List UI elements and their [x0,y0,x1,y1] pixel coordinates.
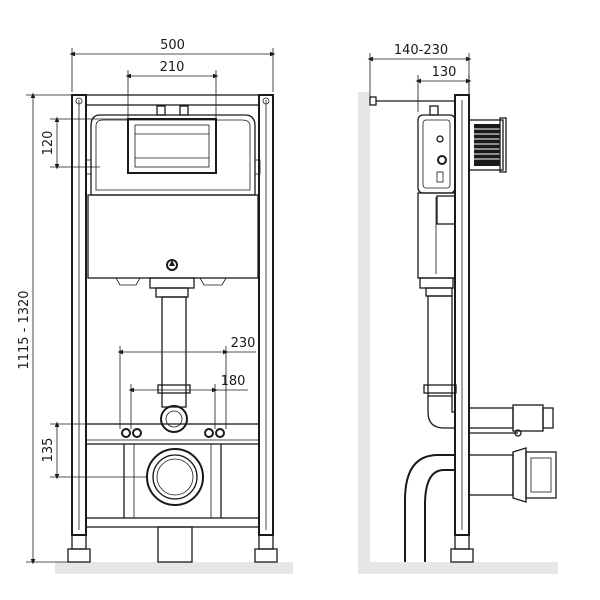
front-floor [55,562,293,574]
flush-opening [127,118,217,174]
dim-height-range-label: 1115 - 1320 [17,290,32,369]
dim-button-width-label: 210 [160,60,185,75]
drain-outlet [146,448,204,506]
side-floor [358,562,558,574]
side-drain-connector [468,454,514,496]
side-button-box [468,119,504,171]
dim-mount-height-label: 135 [41,438,56,463]
dim-width-label: 500 [160,38,185,53]
front-view: 500 210 120 1115 - 1320 230 180 135 [17,38,293,574]
cistern-top [90,114,256,196]
dim-mount-outer-label: 230 [231,336,256,351]
dim-mount-inner-label: 180 [221,374,246,389]
side-mount-stud [468,407,514,429]
side-cistern-top [417,114,456,194]
top-rail [85,94,260,106]
mounting-bar [85,423,260,445]
left-foot [67,548,91,563]
right-foot [254,548,278,563]
side-wall [358,92,370,562]
pipe-elbow [160,405,188,433]
side-view: 140-230 130 [358,43,558,574]
side-flush-pipe [427,295,453,397]
side-foot [450,548,474,563]
bottom-rail [85,517,260,528]
dim-depth-range-label: 140-230 [394,43,448,58]
dim-depth-fixed-label: 130 [432,65,457,80]
dim-button-height-label: 120 [41,131,56,156]
